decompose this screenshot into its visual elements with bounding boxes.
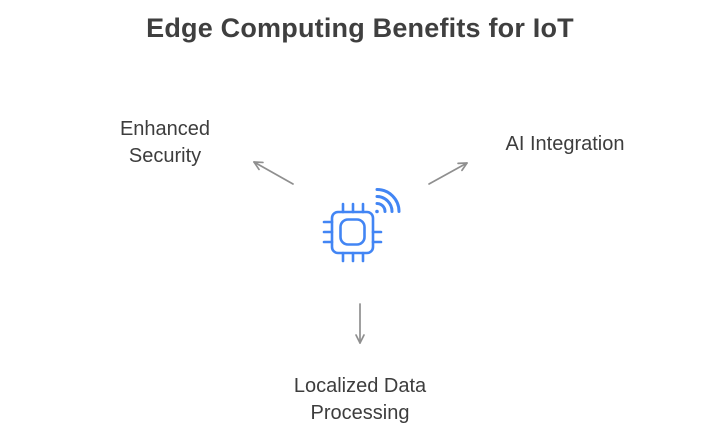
arrow-to-enhanced-security	[253, 161, 294, 185]
arrow-to-ai-integration	[428, 162, 468, 185]
iot-chip-wifi-icon	[322, 188, 401, 263]
chip-body	[330, 210, 375, 255]
benefit-label-ai-integration: AI Integration	[505, 133, 625, 155]
chip-core	[339, 218, 366, 246]
wifi-signal-icon	[375, 188, 401, 213]
benefit-label-localized-data-processing: Localized Data Processing	[293, 375, 427, 424]
diagram-title: Edge Computing Benefits for IoT	[146, 13, 574, 43]
wifi-signal-dot	[375, 209, 379, 214]
benefit-label-enhanced-security: Enhanced Security	[119, 118, 211, 167]
